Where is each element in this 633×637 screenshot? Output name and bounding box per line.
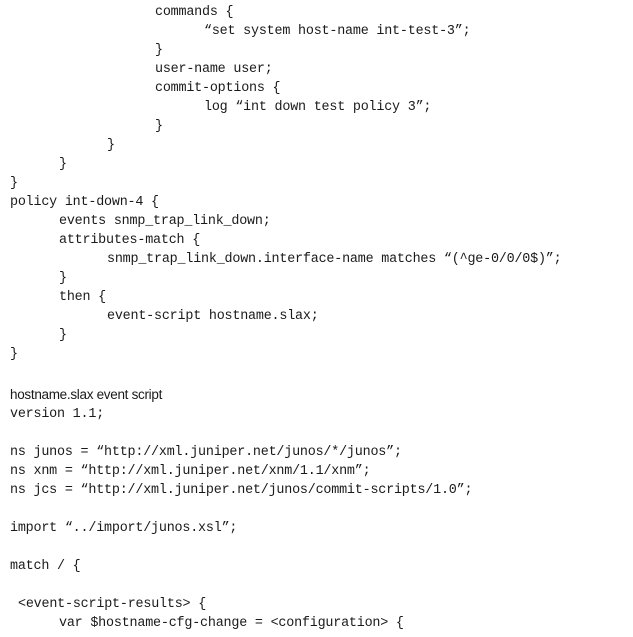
code-line: } xyxy=(155,119,163,134)
code-line: user-name user; xyxy=(155,62,273,77)
code-line: snmp_trap_link_down.interface-name match… xyxy=(107,252,562,267)
code-line: import “../import/junos.xsl”; xyxy=(10,521,238,536)
code-line: } xyxy=(10,176,18,191)
script-heading: hostname.slax event script xyxy=(10,387,163,402)
code-line: var $hostname-cfg-change = <configuratio… xyxy=(59,616,404,631)
code-line: <event-script-results> { xyxy=(18,597,207,612)
code-line: version 1.1; xyxy=(10,407,105,422)
code-line: attributes-match { xyxy=(59,233,201,248)
code-line: commands { xyxy=(155,5,234,20)
code-line: events snmp_trap_link_down; xyxy=(59,214,271,229)
code-line: } xyxy=(59,157,67,172)
code-line: then { xyxy=(59,290,107,305)
code-line: match / { xyxy=(10,559,81,574)
code-line: } xyxy=(59,328,67,343)
code-line: } xyxy=(107,138,115,153)
code-line: ns jcs = “http://xml.juniper.net/junos/c… xyxy=(10,483,473,498)
code-line: ns junos = “http://xml.juniper.net/junos… xyxy=(10,445,402,460)
code-line: log “int down test policy 3”; xyxy=(204,100,432,115)
code-line: } xyxy=(59,271,67,286)
code-line: event-script hostname.slax; xyxy=(107,309,319,324)
code-line: “set system host-name int-test-3”; xyxy=(204,24,471,39)
code-line: } xyxy=(10,347,18,362)
code-line: commit-options { xyxy=(155,81,281,96)
code-line: ns xnm = “http://xml.juniper.net/xnm/1.1… xyxy=(10,464,371,479)
code-line: policy int-down-4 { xyxy=(10,195,159,210)
code-line: } xyxy=(155,43,163,58)
